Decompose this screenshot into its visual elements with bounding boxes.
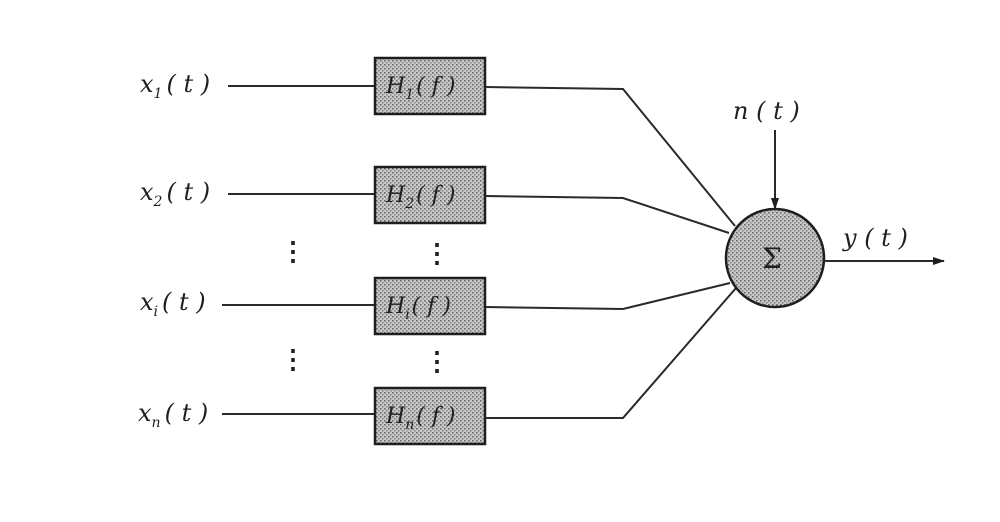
filter-block-hn: Hn( f ) (373, 386, 487, 446)
svg-text:Hn( f ): Hn( f ) (385, 404, 456, 433)
ellipsis-left-upper: ⋮ (280, 237, 306, 267)
input-label-xn: xn( t ) (138, 399, 208, 431)
filter-out-wire-i (484, 282, 731, 311)
filter-out-wire-n (485, 287, 737, 419)
noise-label: n ( t ) (733, 97, 800, 125)
summing-junction: Σ (724, 207, 826, 309)
svg-text:Hi( f ): Hi( f ) (385, 294, 451, 323)
svg-text:H2( f ): H2( f ) (385, 183, 455, 212)
input-label-xi: xi( t ) (140, 288, 206, 320)
ellipsis-left-lower: ⋮ (280, 345, 306, 375)
ellipsis-mid-lower: ⋮ (424, 347, 450, 377)
filter-out-wire-2 (484, 195, 730, 234)
svg-text:H1( f ): H1( f ) (385, 74, 455, 103)
filter-block-h2: H2( f ) (373, 165, 487, 225)
ellipsis-mid-upper: ⋮ (424, 239, 450, 269)
svg-text:Σ: Σ (762, 242, 782, 275)
input-label-x1: x1( t ) (140, 70, 210, 102)
input-label-x2: x2( t ) (140, 178, 210, 210)
output-label: y ( t ) (842, 224, 908, 252)
filter-block-hi: Hi( f ) (373, 276, 487, 336)
filter-block-h1: H1( f ) (373, 56, 487, 116)
filter-out-wire-1 (484, 86, 736, 227)
